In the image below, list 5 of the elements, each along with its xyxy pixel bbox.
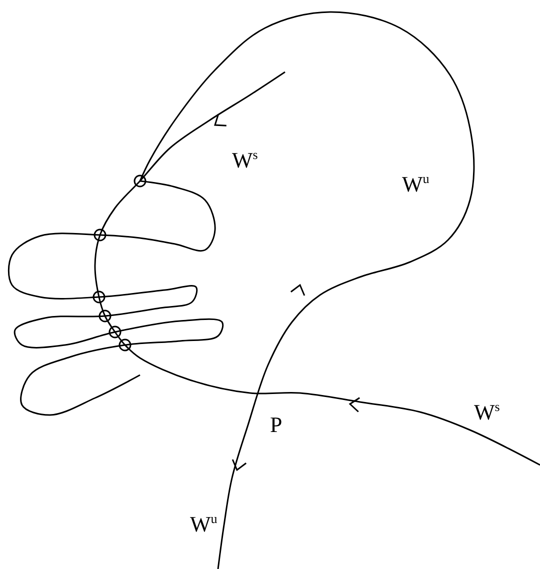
manifold-label: W$^{s}$: [232, 148, 258, 172]
point-label: P: [270, 414, 282, 436]
manifold-label: W$^{u}$: [402, 172, 430, 196]
manifold-label: W$^{s}$: [474, 400, 500, 424]
manifold-label: W$^{u}$: [190, 512, 218, 536]
